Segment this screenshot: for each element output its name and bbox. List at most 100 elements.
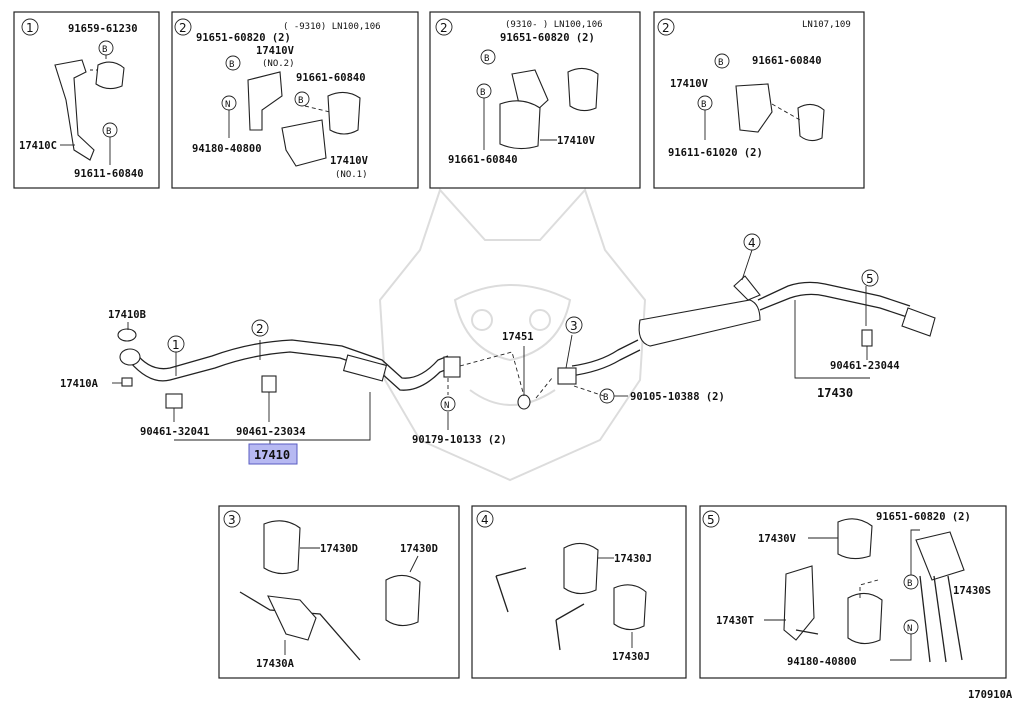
panel-number: 1 (26, 21, 34, 35)
callout-number: 3 (570, 319, 578, 333)
detail-panel-4: 4 17430J 17430J (471, 505, 687, 679)
clamp-part-drawing (567, 67, 599, 112)
hanger-part-drawing (735, 83, 773, 133)
part-label: 17410V (670, 78, 709, 90)
highlight-box (248, 443, 298, 465)
part-label: 90461-32041 (140, 426, 210, 438)
part-label: 17430V (758, 533, 797, 545)
rear-flange-drawing (557, 367, 577, 385)
part-label: 17410B (108, 309, 146, 321)
part-label: 17430 (817, 386, 853, 400)
tail-pipe-end-drawing (901, 307, 936, 337)
front-flange-drawing (443, 356, 461, 378)
callout-number: 2 (256, 322, 264, 336)
main-part-label: 17410 (254, 448, 290, 462)
badge-n: N (907, 624, 912, 634)
part-label: 17410V (256, 45, 295, 57)
watermark-logo (378, 188, 647, 482)
part-label: 90461-23034 (236, 426, 306, 438)
callouts: 1 2 3 4 5 (167, 233, 879, 353)
detail-panel-2a: 2 ( -9310) LN100,106 91651-60820 (2) 174… (171, 11, 419, 189)
part-label: 91661-60840 (448, 154, 518, 166)
part-label: 17410A (60, 378, 99, 390)
hanger-part-drawing (499, 100, 541, 150)
bracket-part-drawing (54, 59, 95, 161)
part-label: 17430D (400, 543, 438, 555)
badge-n: N (225, 100, 230, 110)
part-label: 91651-60820 (2) (196, 32, 291, 44)
badge-b: B (106, 127, 111, 137)
badge-b: B (907, 579, 912, 589)
detail-panel-5: 5 91651-60820 (2) 17430V B 17430V 17430S… (699, 505, 1007, 679)
detail-panel-1: 1 91659-61230 B B 17410C 91611-60840 (13, 11, 160, 189)
applicability-note: ( -9310) LN100,106 (283, 22, 381, 32)
badge-b: B (480, 88, 485, 98)
part-label: 17410V (330, 155, 369, 167)
part-label: 94180-40800 (192, 143, 262, 155)
leader-lines (112, 249, 870, 448)
part-label: 17430A (256, 658, 295, 670)
nut-17410a-drawing (121, 377, 133, 387)
badge-b: B (298, 96, 303, 106)
part-label: 17410C (19, 140, 57, 152)
part-label: 91651-60820 (2) (876, 511, 971, 523)
badge-b: B (603, 393, 608, 403)
detail-panel-3: 3 17430D 17430D 17430A (218, 505, 460, 679)
panel-number: 4 (481, 513, 489, 527)
bracket-part-drawing (247, 71, 283, 131)
gasket-17451-drawing (517, 394, 531, 410)
part-label: 17430J (612, 651, 650, 663)
diagram-id: 170910A (968, 689, 1013, 701)
rubber-hanger-drawing (263, 520, 301, 575)
part-label: 91651-60820 (2) (500, 32, 595, 44)
part-label: 90461-23044 (830, 360, 900, 372)
part-label: 91611-60840 (74, 168, 144, 180)
muffler-bracket-drawing (733, 275, 761, 301)
panel-number: 3 (228, 513, 236, 527)
hanger-part-drawing (281, 119, 327, 167)
panel-number: 5 (707, 513, 715, 527)
part-label: (NO.2) (262, 59, 295, 69)
badge-b: B (701, 100, 706, 110)
applicability-note: LN107,109 (802, 20, 851, 30)
main-labels: 17410B 17410A 90461-32041 90461-23034 17… (60, 309, 900, 465)
part-label: 91661-60840 (296, 72, 366, 84)
flange-gasket-drawing (119, 348, 141, 366)
part-label: 90179-10133 (2) (412, 434, 507, 446)
part-label: 17430D (320, 543, 358, 555)
part-label: 17430S (953, 585, 991, 597)
part-label: 91611-61020 (2) (668, 147, 763, 159)
part-label: (NO.1) (335, 170, 368, 180)
panel-number: 2 (662, 21, 670, 35)
rubber-hanger-drawing (613, 584, 647, 631)
applicability-note: (9310- ) LN100,106 (505, 20, 603, 30)
part-label: 17430J (614, 553, 652, 565)
part-label: 91659-61230 (68, 23, 138, 35)
part-label: 17410V (557, 135, 596, 147)
callout-number: 1 (172, 338, 180, 352)
bracket-17430t-drawing (783, 565, 815, 641)
hanger-90461-23034-drawing (261, 375, 277, 393)
part-label: 94180-40800 (787, 656, 857, 668)
main-muffler-drawing (638, 299, 761, 347)
callout-number: 4 (748, 236, 756, 250)
part-label: 17430T (716, 615, 754, 627)
detail-panel-2b: 2 (9310- ) LN100,106 91651-60820 (2) B B… (429, 11, 641, 189)
clamp-part-drawing (797, 103, 825, 142)
clamp-part-drawing (95, 61, 125, 90)
part-label: 90105-10388 (2) (630, 391, 725, 403)
clamp-part-drawing (327, 91, 361, 135)
hanger-90461-23044-drawing (861, 329, 873, 347)
hanger-clamp-drawing (847, 592, 883, 645)
bracket-drawing (915, 531, 965, 581)
panel-number: 2 (179, 21, 187, 35)
part-label: 91661-60840 (752, 55, 822, 67)
exhaust-assembly (117, 275, 936, 410)
hanger-90461-32041-drawing (165, 393, 183, 409)
panel-number: 2 (440, 21, 448, 35)
front-muffler-drawing (342, 354, 388, 382)
badge-b: B (718, 58, 723, 68)
detail-panel-2c: 2 LN107,109 B 91661-60840 17410V B 91611… (653, 11, 865, 189)
